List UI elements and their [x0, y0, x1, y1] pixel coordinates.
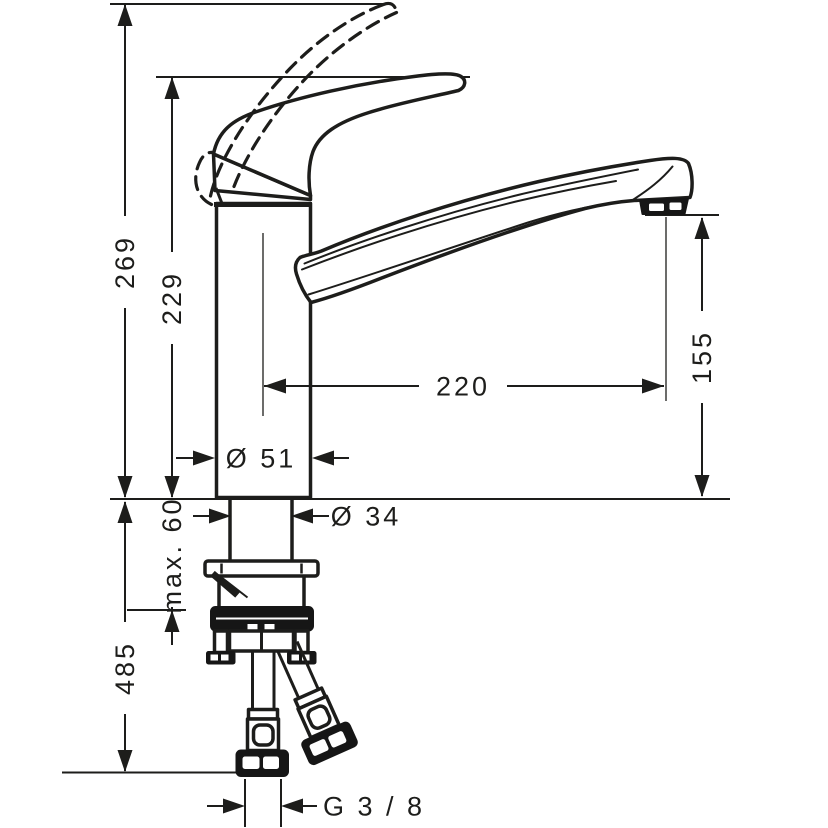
faucet-handle	[211, 72, 467, 205]
fixing-screw	[210, 570, 240, 598]
gasket-tab-right	[264, 624, 275, 630]
dim-base-diameter: Ø 51	[176, 443, 349, 473]
angled-nut-facet-1	[309, 739, 329, 756]
arrowhead-left	[264, 378, 286, 394]
straight-nut-facet-1	[242, 756, 260, 769]
fixing-screw-tip	[220, 576, 249, 599]
arrowhead-right	[642, 378, 664, 394]
straight-nut-facet-2	[263, 756, 279, 769]
arrowhead-right	[193, 450, 215, 466]
arrowhead-down	[164, 476, 180, 498]
dim-max-deck-thickness: max. 60	[156, 496, 187, 645]
arrowhead-right	[223, 798, 245, 814]
mounting-hardware	[203, 499, 320, 665]
angled-hose-tube-left	[276, 649, 301, 701]
arrowhead-left	[291, 508, 313, 524]
arrowhead-down	[117, 476, 133, 498]
supply-hose-straight	[235, 652, 289, 777]
dim-shank-diameter: Ø 34	[193, 501, 402, 531]
handle-raised-position-dashed	[194, 1, 399, 207]
spout-highlight-line-1	[303, 168, 639, 265]
straight-hose-connector-slot	[251, 723, 275, 747]
faucet-spout	[293, 156, 694, 305]
below-counter-length-label: 485	[110, 641, 140, 695]
arrowhead-up	[117, 4, 133, 26]
connection-thread-label: G 3 / 8	[323, 791, 425, 821]
dim-connection-thread: G 3 / 8	[207, 779, 425, 827]
base-diameter-label: Ø 51	[226, 443, 297, 473]
angled-nut-facet-2	[328, 731, 347, 748]
spout-lower-highlight-line	[307, 202, 613, 296]
arrowhead-up	[164, 77, 180, 99]
raised-handle-outer-dash	[208, 2, 386, 198]
spout-head-facet-line	[632, 165, 674, 201]
foot-left-slot-1	[210, 654, 218, 661]
aerator-slot-left	[649, 203, 664, 211]
total-height-label: 269	[110, 235, 140, 289]
handle-height-label: 229	[157, 271, 187, 325]
dim-total-height: 269	[109, 4, 140, 498]
aerator-slot-right	[669, 202, 682, 210]
dim-handle-height: 229	[156, 77, 187, 498]
dim-outlet-height: 155	[686, 217, 717, 497]
spout-aerator	[639, 197, 689, 215]
arrowhead-up	[694, 217, 710, 239]
spout-reach-label: 220	[436, 371, 490, 401]
arrowhead-left	[281, 798, 303, 814]
supply-hose-angled	[276, 640, 358, 766]
foot-left-slot-2	[221, 654, 229, 661]
gasket-tab-left	[247, 624, 258, 630]
handle-lever	[211, 72, 467, 198]
reference-lines	[62, 3, 730, 774]
foot-right-slot-1	[291, 654, 299, 661]
arrowhead-up	[164, 610, 180, 632]
dim-spout-reach: 220	[262, 217, 667, 416]
spout-highlight-line-2	[301, 180, 617, 271]
angled-hose-tube-right	[295, 640, 321, 692]
shank-diameter-label: Ø 34	[331, 501, 402, 531]
angled-hose-connector-slot	[306, 704, 332, 730]
arrowhead-down	[694, 475, 710, 497]
outlet-height-label: 155	[687, 330, 717, 384]
spout-outline	[293, 156, 694, 305]
arrowhead-up	[117, 501, 133, 523]
raised-handle-base-dash	[194, 150, 216, 207]
arrowhead-right	[209, 508, 231, 524]
cap-side-line	[214, 187, 224, 205]
max-deck-thickness-label: max. 60	[157, 496, 187, 613]
arrowhead-down	[117, 750, 133, 772]
raised-handle-inner-dash	[232, 10, 399, 189]
mounting-flange	[203, 559, 320, 578]
mounting-leg-left	[212, 629, 230, 655]
arrowhead-left	[312, 450, 334, 466]
raised-handle-tip-dash	[381, 1, 399, 15]
dim-below-counter-length: 485	[109, 501, 140, 772]
